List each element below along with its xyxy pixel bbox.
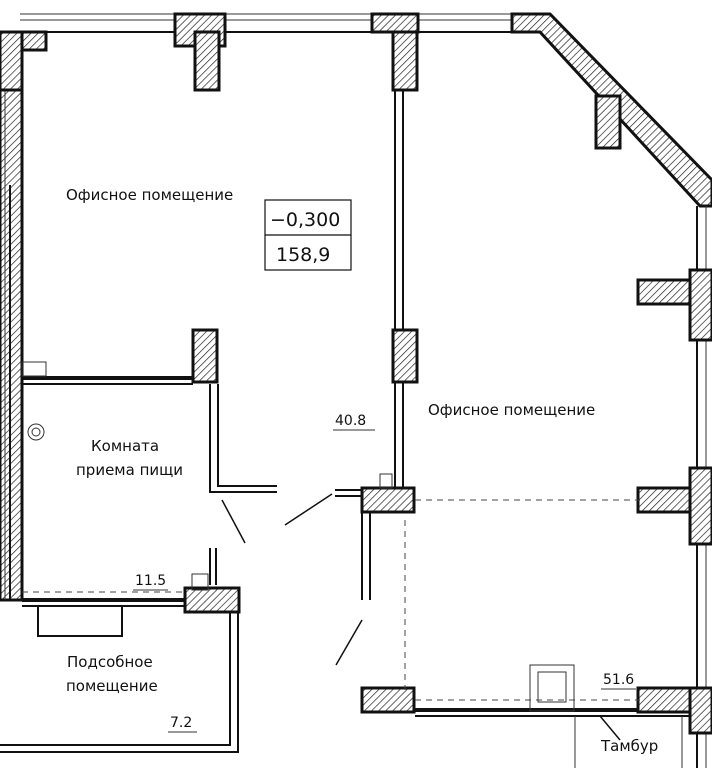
axis-lines <box>22 499 640 701</box>
area-office-2: 51.6 <box>601 672 636 690</box>
sink-fixture <box>21 361 393 591</box>
svg-text:11.5: 11.5 <box>135 573 166 589</box>
area-utility: 7.2 <box>168 715 197 733</box>
room-label-utility-line1: Подсобное <box>67 653 153 671</box>
svg-text:7.2: 7.2 <box>170 715 192 731</box>
level-mark: −0,300 158,9 <box>264 199 352 271</box>
total-area-value: 158,9 <box>276 244 330 266</box>
columns <box>0 12 712 735</box>
elevation-value: −0,300 <box>270 209 340 231</box>
room-label-office-2: Офисное помещение <box>428 401 595 419</box>
room-label-kitchen-line2: приема пищи <box>76 461 183 479</box>
svg-text:51.6: 51.6 <box>603 672 634 688</box>
room-label-office-1: Офисное помещение <box>66 186 233 204</box>
room-label-tambour: Тамбур <box>600 737 658 755</box>
area-kitchen: 11.5 <box>133 573 168 591</box>
doors <box>221 493 621 741</box>
room-label-kitchen-line1: Комната <box>91 437 159 455</box>
svg-text:40.8: 40.8 <box>335 413 366 429</box>
interior-walls <box>0 82 683 768</box>
room-label-utility-line2: помещение <box>66 677 158 695</box>
area-office-1: 40.8 <box>333 413 375 431</box>
